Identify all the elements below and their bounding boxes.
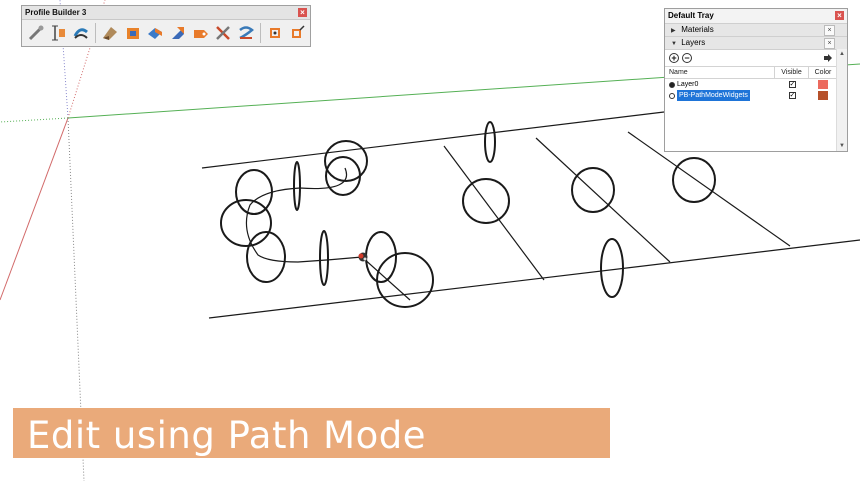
wrench-tool-button[interactable] [25,22,47,44]
scroll-up-icon[interactable]: ▲ [839,51,845,57]
blue-axis-dotted-down [67,117,85,481]
path-widget-ring[interactable] [600,238,624,298]
path-widget-ring[interactable] [484,121,496,163]
path-node-add-tool-button[interactable] [286,22,308,44]
cross-tools-button[interactable] [212,22,234,44]
path-widget-ring[interactable] [462,178,510,224]
layer-visible-cell: ✓ [775,92,809,99]
layer-color-swatch[interactable] [818,80,828,89]
tag-icon [193,30,208,38]
scroll-down-icon[interactable]: ▼ [839,143,845,149]
tray-title: Default Tray [668,11,714,20]
path-node-tool-button[interactable] [264,22,286,44]
layers-section-header[interactable]: ▼ Layers × [665,37,847,50]
close-materials-button[interactable]: × [824,25,835,36]
curved-arrow-icon [73,28,89,39]
cross-line-3 [627,131,791,247]
path-widget-ring[interactable] [293,161,301,211]
spring-tool-button[interactable] [235,22,257,44]
delete-layer-button[interactable]: − [682,53,692,63]
layer-color-cell [809,91,837,100]
path-widget-ring[interactable] [324,140,368,182]
layer-name-cell: PB-PathModeWidgets [665,90,775,101]
profile-builder-toolbar: Profile Builder 3 × [21,5,311,47]
layer-name[interactable]: PB-PathModeWidgets [677,90,750,101]
color-column-header[interactable]: Color [814,69,832,76]
toolbar-titlebar[interactable]: Profile Builder 3 × [22,6,310,20]
cross-line-2 [535,137,671,263]
box-profile-icon [126,28,139,39]
path-widget-ring[interactable] [376,252,434,308]
measure-icon [51,25,65,41]
measure-tool-button[interactable] [48,22,70,44]
layers-label: Layers [681,38,706,47]
materials-label: Materials [681,25,714,34]
default-tray-panel: Default Tray × ▶ Materials × ▼ Layers × … [664,8,848,152]
path-widget-ring[interactable] [319,230,329,286]
layer-color-cell [809,80,837,89]
rail-top [201,111,665,169]
path-widget-ring[interactable] [571,167,615,213]
layer-row[interactable]: Layer0 ✓ [665,79,837,90]
member-icon [148,28,163,39]
close-tray-button[interactable]: × [835,11,844,20]
cross-tools-icon [216,26,231,40]
active-layer-radio[interactable] [669,92,675,99]
red-axis [0,117,69,301]
close-toolbar-button[interactable]: × [298,8,307,17]
profile-path[interactable] [245,167,411,301]
profile-icon [102,27,117,40]
tag-tool-button[interactable] [190,22,212,44]
path-widget-ring[interactable] [246,231,286,283]
toolbar-separator [259,23,261,43]
layer-name-cell: Layer0 [665,79,775,90]
path-widget-ring[interactable] [325,156,361,196]
arrow-up-tool-button[interactable] [167,22,189,44]
spring-icon [239,26,254,40]
caption-text: Edit using Path Mode [27,414,426,457]
path-widget-ring[interactable] [220,199,272,247]
layer-toolbar: + − [665,50,847,66]
toolbar-separator [95,23,96,43]
tray-scrollbar[interactable]: ▲ ▼ [836,49,847,151]
layers-list: Layer0 ✓ PB-PathModeWidgets ✓ [665,79,847,101]
wrench-icon [28,25,44,41]
tool-cursor-icon [358,252,368,262]
collapse-arrow-icon: ▼ [671,41,677,47]
layer-visible-checkbox[interactable]: ✓ [788,81,796,88]
layer-visible-checkbox[interactable]: ✓ [788,92,796,99]
toolbar-title: Profile Builder 3 [25,8,87,17]
arrow-up-icon [171,27,184,39]
path-node-icon [269,28,280,38]
expand-arrow-icon: ▶ [671,28,676,34]
box-profile-tool-button[interactable] [122,22,144,44]
curved-arrow-tool-button[interactable] [70,22,92,44]
name-column-header[interactable]: Name [665,67,775,78]
path-node-add-icon [292,25,305,38]
member-tool-button[interactable] [144,22,166,44]
tray-titlebar[interactable]: Default Tray × [665,9,847,24]
path-widget-ring[interactable] [235,169,273,215]
materials-section-header[interactable]: ▶ Materials × [665,24,847,37]
details-arrow-icon[interactable] [823,53,833,63]
layer-row[interactable]: PB-PathModeWidgets ✓ [665,90,837,101]
visible-column-header[interactable]: Visible [775,67,809,78]
add-layer-button[interactable]: + [669,53,679,63]
layer-color-swatch[interactable] [818,91,828,100]
active-layer-radio[interactable] [669,81,675,88]
layers-table-header: Name Visible Color [665,66,837,79]
green-axis-dotted [0,117,69,123]
profile-tool-button[interactable] [99,22,121,44]
close-layers-button[interactable]: × [824,38,835,49]
cross-line-1 [443,145,545,281]
path-widget-ring[interactable] [672,157,716,203]
layer-name[interactable]: Layer0 [677,81,699,88]
layer-visible-cell: ✓ [775,81,809,88]
caption-banner: Edit using Path Mode [13,408,610,458]
rail-bottom [208,239,860,319]
toolbar-buttons [22,20,310,44]
